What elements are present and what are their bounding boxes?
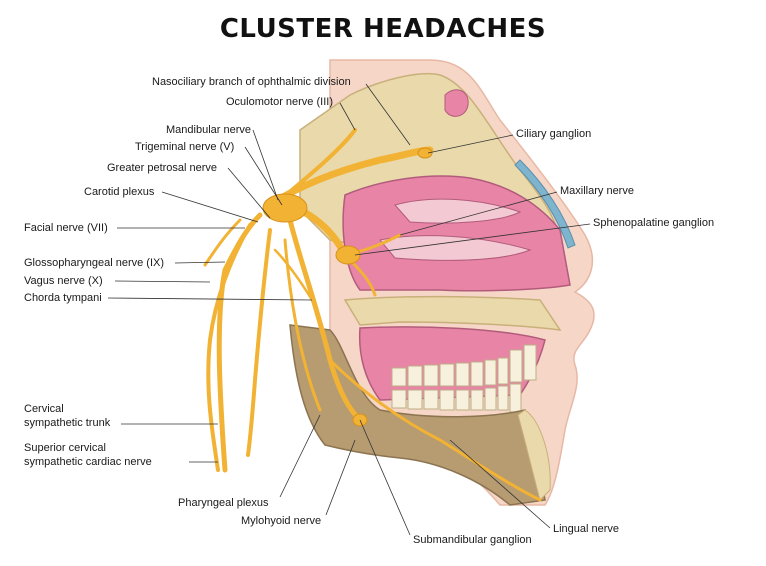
label-pharyngeal-plexus: Pharyngeal plexus	[178, 497, 269, 509]
label-trigeminal: Trigeminal nerve (V)	[135, 141, 235, 153]
trigeminal-ganglion	[262, 193, 308, 223]
label-superior-cervical-line1: Superior cervical	[24, 442, 106, 454]
label-greater-petrosal: Greater petrosal nerve	[107, 162, 218, 174]
label-glossopharyngeal: Glossopharyngeal nerve (IX)	[24, 257, 165, 269]
mandible-bone	[289, 324, 546, 506]
label-mylohyoid: Mylohyoid nerve	[241, 515, 322, 527]
nasal-turbinate	[394, 198, 522, 224]
label-mandibular: Mandibular nerve	[166, 124, 251, 136]
label-facial: Facial nerve (VII)	[24, 222, 108, 234]
label-nasociliary: Nasociliary branch of ophthalmic divisio…	[152, 76, 351, 88]
lower-teeth	[391, 383, 522, 413]
label-ciliary: Ciliary ganglion	[516, 128, 592, 140]
nasal-turbinate	[379, 235, 532, 261]
upper-teeth	[391, 344, 537, 387]
label-submandibular: Submandibular ganglion	[413, 534, 532, 546]
page-title: CLUSTER HEADACHES	[219, 14, 547, 44]
ciliary-ganglion	[417, 147, 433, 159]
label-maxillary: Maxillary nerve	[560, 185, 634, 197]
label-sphenopalatine: Sphenopalatine ganglion	[593, 217, 715, 229]
label-cervical-trunk-line2: sympathetic trunk	[24, 417, 111, 429]
label-lingual: Lingual nerve	[553, 523, 620, 535]
hard-palate	[343, 295, 562, 331]
nerve-network	[203, 128, 542, 502]
label-cervical-trunk-line1: Cervical	[24, 403, 64, 415]
label-superior-cervical-line2: sympathetic cardiac nerve	[24, 456, 152, 468]
sphenopalatine-ganglion	[335, 245, 361, 265]
leader-lines	[107, 83, 591, 536]
label-chorda-tympani: Chorda tympani	[24, 292, 102, 304]
label-vagus: Vagus nerve (X)	[24, 275, 103, 287]
label-oculomotor: Oculomotor nerve (III)	[226, 96, 333, 108]
frontal-sinus	[444, 89, 469, 117]
label-carotid-plexus: Carotid plexus	[84, 186, 155, 198]
nasal-cartilage	[514, 159, 576, 249]
